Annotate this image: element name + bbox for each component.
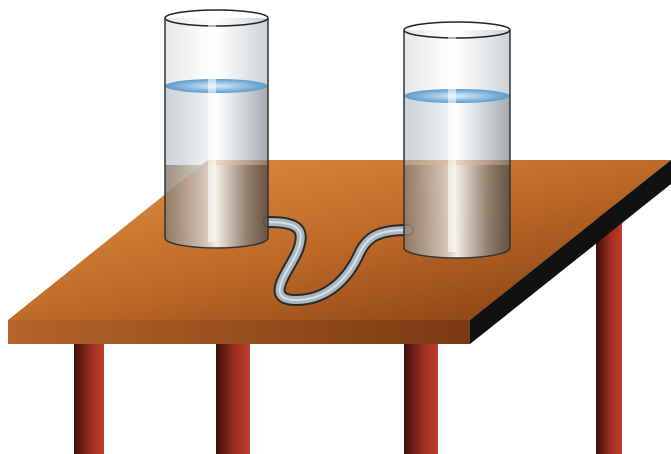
left-water-surface — [165, 79, 268, 93]
right-water-surface — [404, 89, 510, 103]
table-leg-front-right — [404, 342, 438, 454]
right-cylinder — [404, 22, 510, 258]
table-leg-front-mid — [216, 342, 250, 454]
table-top — [8, 160, 671, 344]
table-leg-front-left — [74, 342, 104, 454]
left-cylinder — [165, 10, 268, 248]
table-leg-back-right — [596, 205, 622, 454]
table-front-edge — [8, 320, 470, 344]
